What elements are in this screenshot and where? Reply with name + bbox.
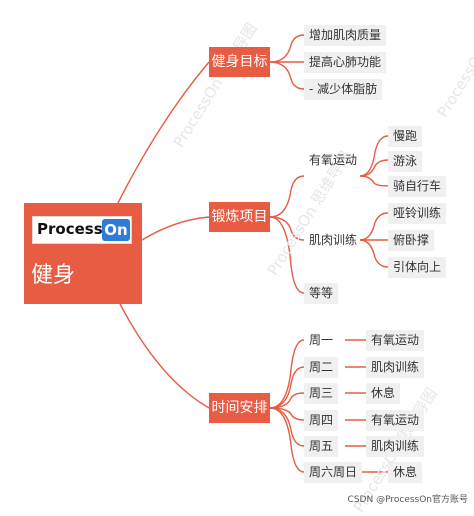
- goal-item[interactable]: 增加肌肉质量: [304, 25, 387, 46]
- cardio-item[interactable]: 游泳: [388, 151, 423, 172]
- branch-schedule[interactable]: 时间安排: [209, 393, 270, 423]
- schedule-day[interactable]: 周六周日: [304, 462, 363, 483]
- schedule-day[interactable]: 周三: [304, 383, 339, 404]
- cardio-item[interactable]: 慢跑: [388, 126, 423, 147]
- schedule-day[interactable]: 周二: [304, 357, 339, 378]
- schedule-activity[interactable]: 有氧运动: [366, 410, 425, 431]
- strength-item[interactable]: 俯卧撑: [388, 230, 435, 251]
- source-credit: CSDN @ProcessOn官方账号: [347, 495, 468, 505]
- cardio-item[interactable]: 骑自行车: [388, 176, 447, 197]
- strength-item[interactable]: 引体向上: [388, 257, 447, 278]
- logo-suffix: On: [102, 219, 130, 241]
- schedule-activity[interactable]: 休息: [388, 462, 423, 483]
- goal-item[interactable]: 提高心肺功能: [304, 52, 387, 73]
- strength-item[interactable]: 哑铃训练: [388, 203, 447, 224]
- schedule-activity[interactable]: 肌肉训练: [366, 357, 425, 378]
- schedule-activity[interactable]: 肌肉训练: [366, 436, 425, 457]
- logo-prefix: Process: [37, 220, 103, 238]
- root-node[interactable]: Process On 健身: [24, 203, 142, 304]
- root-title: 健身: [31, 263, 76, 288]
- schedule-activity[interactable]: 休息: [366, 383, 401, 404]
- training-other[interactable]: 等等: [304, 283, 339, 304]
- branch-training[interactable]: 锻炼项目: [209, 202, 270, 232]
- schedule-day[interactable]: 周五: [304, 436, 339, 457]
- branch-goals[interactable]: 健身目标: [209, 47, 270, 77]
- training-cardio[interactable]: 有氧运动: [309, 153, 358, 167]
- goal-item[interactable]: - 减少体脂肪: [304, 79, 383, 100]
- schedule-activity[interactable]: 有氧运动: [366, 330, 425, 351]
- training-strength[interactable]: 肌肉训练: [309, 233, 358, 247]
- processon-logo: Process On: [32, 216, 132, 244]
- schedule-day[interactable]: 周一: [309, 333, 334, 347]
- schedule-day[interactable]: 周四: [304, 410, 339, 431]
